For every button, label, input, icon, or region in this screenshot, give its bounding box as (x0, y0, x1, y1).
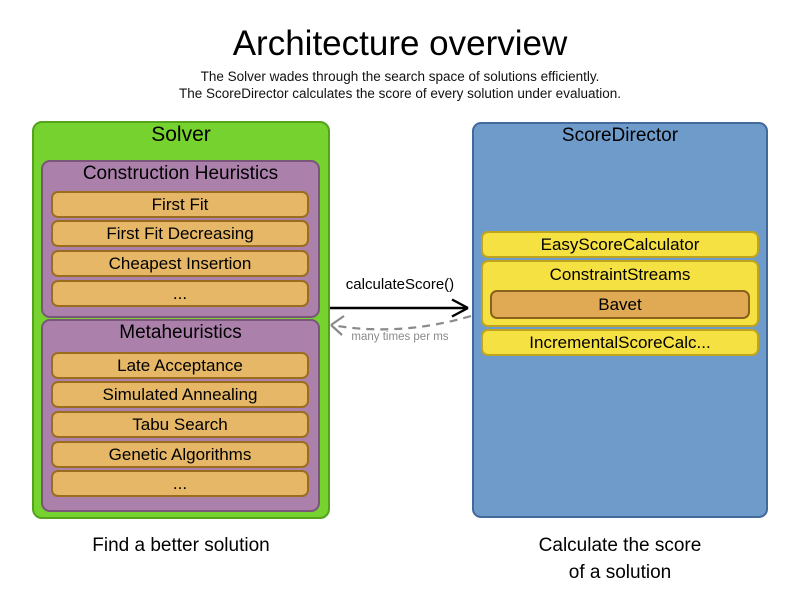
score-director-caption-line1: Calculate the score (538, 535, 702, 556)
metaheuristics-title: Metaheuristics (119, 322, 242, 343)
algorithm-late-acceptance: Late Acceptance (51, 352, 309, 379)
easy-score-calculator-box: EasyScoreCalculator (481, 231, 759, 258)
solver-caption: Find a better solution (92, 535, 270, 556)
algorithm-first-fit-decreasing: First Fit Decreasing (51, 220, 309, 247)
score-director-title: ScoreDirector (561, 125, 679, 146)
algorithm-tabu-search: Tabu Search (51, 411, 309, 438)
page-title: Architecture overview (232, 24, 568, 63)
many-times-label: many times per ms (351, 331, 449, 343)
subtitle-line-1: The Solver wades through the search spac… (200, 69, 600, 84)
score-director-caption: Calculate the score of a solution (472, 532, 768, 586)
calculate-score-arrow (330, 298, 469, 318)
algorithm-mh-ellipsis: ... (51, 470, 309, 497)
interaction-arrows (330, 298, 472, 336)
algorithm-cheapest-insertion: Cheapest Insertion (51, 250, 309, 277)
algorithm-simulated-annealing: Simulated Annealing (51, 381, 309, 408)
algorithm-ch-ellipsis: ... (51, 280, 309, 307)
score-director-caption-line2: of a solution (568, 562, 672, 583)
incremental-score-calculator-box: IncrementalScoreCalc... (481, 329, 759, 356)
subtitle-line-2: The ScoreDirector calculates the score o… (179, 86, 621, 101)
construction-heuristics-title: Construction Heuristics (82, 163, 279, 184)
bavet-box: Bavet (490, 290, 750, 319)
solver-title: Solver (151, 123, 211, 146)
algorithm-genetic-algorithms: Genetic Algorithms (51, 441, 309, 468)
return-arrow (330, 314, 472, 336)
calculate-score-label: calculateScore() (345, 276, 455, 293)
algorithm-first-fit: First Fit (51, 191, 309, 218)
